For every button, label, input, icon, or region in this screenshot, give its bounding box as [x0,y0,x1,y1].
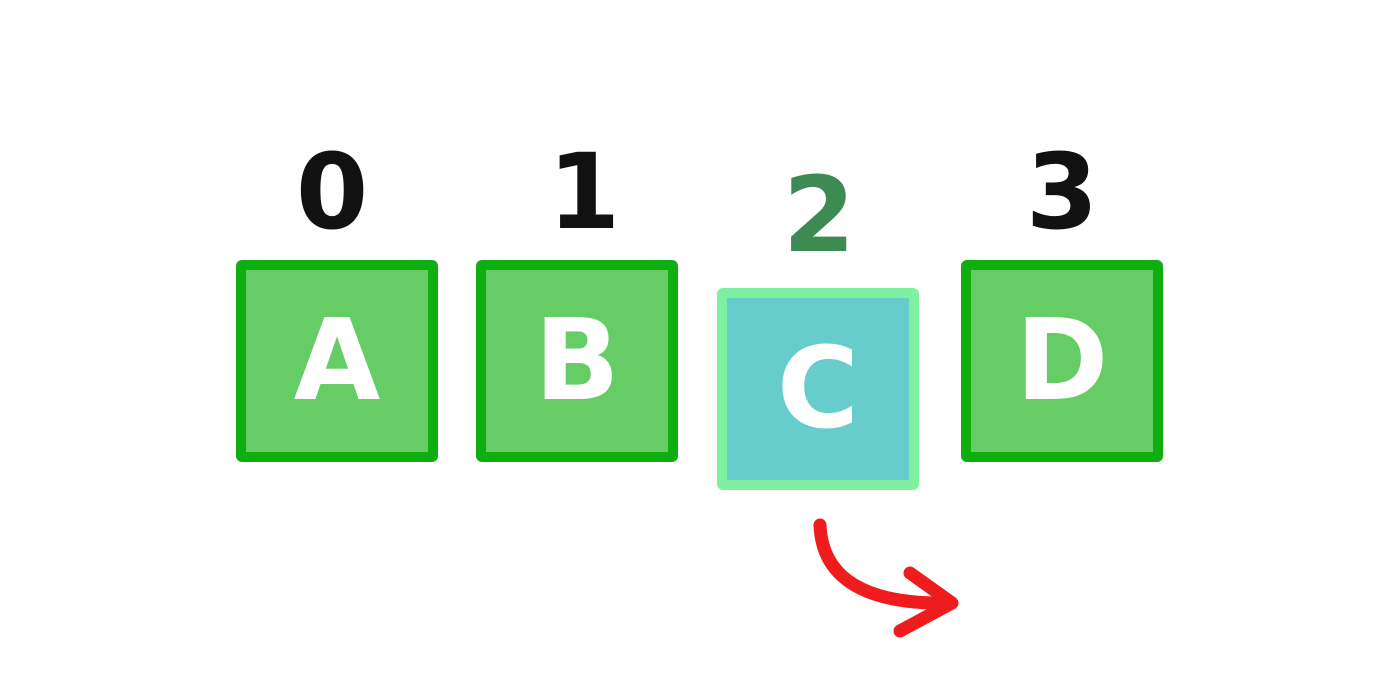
index-label-2: 2 [782,154,856,276]
array-cell-1: B [476,260,678,462]
cell-letter: B [534,296,620,426]
index-label-1: 1 [547,131,621,253]
cell-letter: C [776,324,860,454]
array-cell-3: D [961,260,1163,462]
array-cell-0: A [236,260,438,462]
index-label-3: 3 [1025,131,1099,253]
index-label-0: 0 [295,131,369,253]
cell-letter: A [293,296,381,426]
cell-letter: D [1015,296,1109,426]
curved-arrow-right-icon [813,518,959,638]
array-cell-2-highlighted: C [717,288,919,490]
